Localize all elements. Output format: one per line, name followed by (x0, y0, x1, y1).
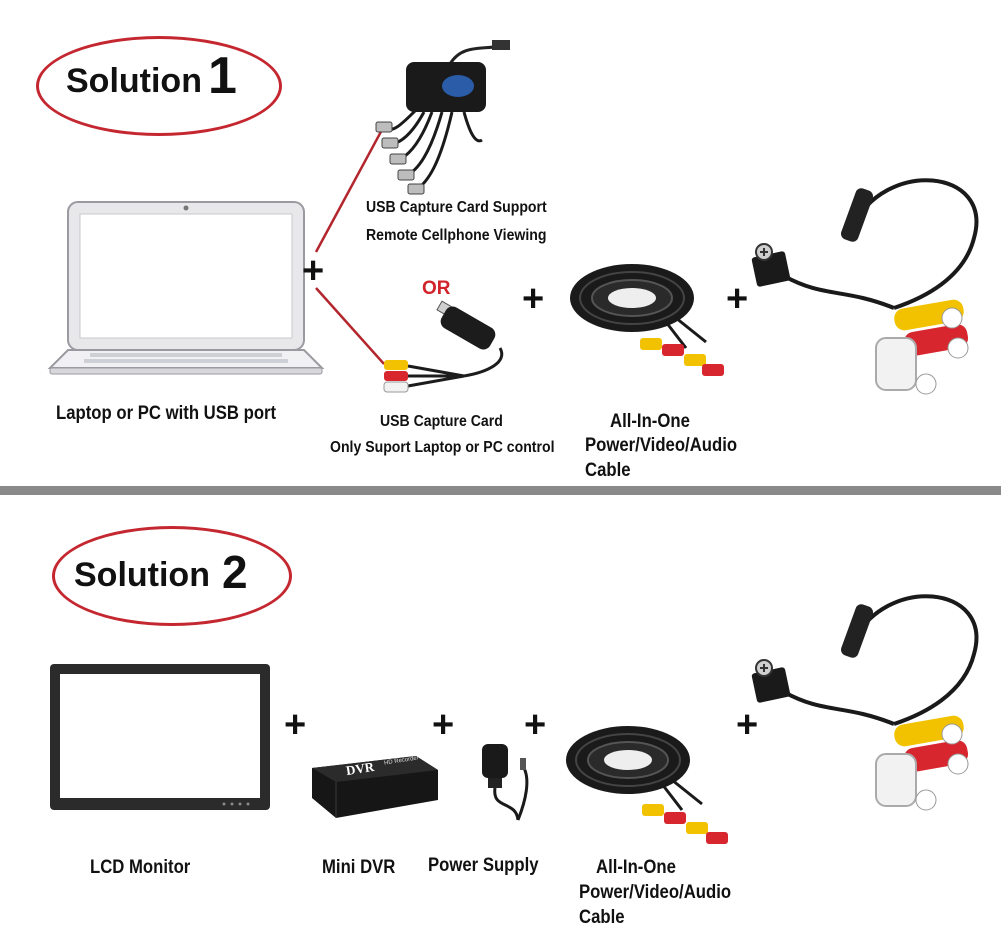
capture-card-label-line2: Only Suport Laptop or PC control (330, 438, 554, 459)
usb-capture-4ch-icon (372, 24, 522, 200)
laptop-icon (46, 198, 326, 380)
or-label: OR (422, 278, 451, 300)
plus-sign: + (524, 706, 546, 744)
power-label: Power Supply (428, 854, 539, 878)
plus-sign: + (432, 706, 454, 744)
dvr-label: Mini DVR (322, 856, 395, 880)
mini-dvr-icon: DVR HD Recorder (306, 752, 442, 824)
plus-sign: + (284, 706, 306, 744)
solution-2-title-word: Solution (74, 556, 210, 595)
solution-2-title-number: 2 (222, 545, 248, 599)
solution-1-title-word: Solution (66, 62, 202, 101)
mini-camera-icon (744, 584, 994, 816)
cable-label-line3: Cable (585, 459, 631, 483)
capture-card-label-line1: USB Capture Card (380, 412, 503, 433)
laptop-label: Laptop or PC with USB port (56, 402, 276, 426)
power-adapter-icon (476, 740, 536, 826)
section-divider (0, 486, 1001, 495)
mini-camera-icon (744, 168, 994, 398)
capture-card-support-label-line2: Remote Cellphone Viewing (366, 226, 546, 247)
solution-1-title-number: 1 (208, 46, 237, 106)
cable-label-line1: All-In-One (610, 410, 690, 434)
plus-sign: + (522, 280, 544, 318)
cable-label-line1: All-In-One (596, 856, 676, 880)
usb-capture-card-icon (368, 302, 518, 398)
monitor-label: LCD Monitor (90, 856, 190, 880)
cable-label-line3: Cable (579, 906, 625, 930)
lcd-monitor-icon (48, 662, 272, 812)
cable-label-line2: Power/Video/Audio (585, 434, 737, 458)
capture-card-support-label-line1: USB Capture Card Support (366, 198, 547, 219)
coiled-cable-icon (562, 720, 742, 852)
coiled-cable-icon (566, 258, 736, 388)
cable-label-line2: Power/Video/Audio (579, 881, 731, 905)
